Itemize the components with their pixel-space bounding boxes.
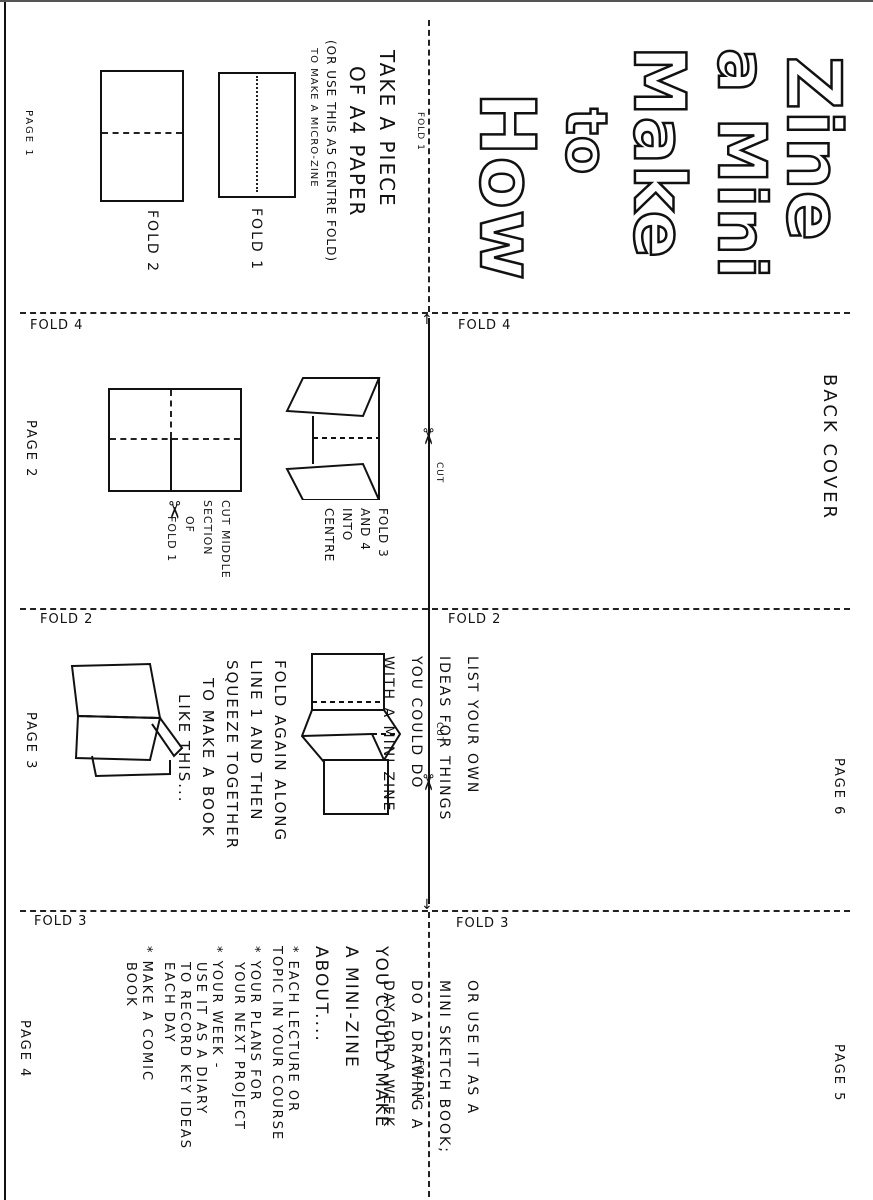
cut-line [428, 318, 430, 904]
text-line: SQUEEZE TOGETHER [223, 660, 241, 851]
page5-label: PAGE 5 [831, 1044, 846, 1103]
page5-text: OR USE IT AS A MINI SKETCH BOOK; DO A DR… [374, 980, 486, 1154]
a4-sheet-diagram-fold2 [100, 70, 184, 202]
book-diagram [70, 660, 190, 780]
text-line: OR USE IT AS A [464, 980, 480, 1116]
instruction-line: FOLD 1 [165, 516, 178, 563]
fold2-line [20, 608, 850, 610]
text-line: LINE 1 AND THEN [247, 660, 265, 822]
diagram-label-fold1: FOLD 1 [248, 208, 264, 272]
bullet-item: * MAKE A COMIC BOOK [123, 946, 154, 1083]
instruction-line: FOLD 3 [376, 508, 390, 558]
text-line: LIST YOUR OWN [464, 656, 480, 795]
note-line: (OR USE THIS A5 CENTRE FOLD) [324, 40, 338, 263]
a4-sheet-diagram-fold1 [218, 72, 296, 198]
intro-line: ABOUT.... [311, 946, 331, 1043]
fold3-label: FOLD 3 [34, 914, 88, 929]
diagram-label-fold2: FOLD 2 [144, 210, 160, 274]
arrow-down-icon: ↓ [421, 897, 433, 913]
fold2-label: FOLD 2 [448, 612, 502, 627]
page6-label: PAGE 6 [831, 758, 846, 817]
fold2-label: FOLD 2 [40, 612, 94, 627]
cut-diagram [108, 388, 242, 492]
bullet-item: * EACH LECTURE OR TOPIC IN YOUR COURSE [269, 946, 300, 1142]
top-edge [0, 0, 873, 2]
page3-text: FOLD AGAIN ALONG LINE 1 AND THEN SQUEEZE… [172, 660, 292, 850]
cut-label: CUT [434, 462, 444, 484]
accordion-diagram [300, 650, 410, 820]
title-how: How [462, 91, 554, 283]
fold1-line-bottom [428, 912, 430, 1197]
left-border [4, 0, 6, 1200]
fold4-label: FOLD 4 [458, 318, 512, 333]
arrow-up-icon: ↑ [421, 312, 433, 328]
text-line: IDEAS FOR THINGS [436, 656, 452, 822]
note-line: TO MAKE A MICRO-ZINE [308, 48, 319, 188]
title-to: to [552, 107, 620, 177]
page4-bullets: * EACH LECTURE OR TOPIC IN YOUR COURSE *… [122, 946, 300, 1150]
scissors-icon: ✂ [414, 427, 440, 446]
fold3-line [20, 910, 850, 912]
text-line: WITH A MINI-ZINE [380, 656, 396, 813]
instruction-line: CENTRE [322, 508, 336, 563]
instruction-line: AND 4 [358, 508, 372, 551]
fold-centre-instruction: FOLD 3 AND 4 INTO CENTRE [320, 508, 392, 562]
fold1-line-top [428, 20, 430, 312]
heading-line: OF A4 PAPER [345, 66, 369, 218]
page6-text: LIST YOUR OWN IDEAS FOR THINGS YOU COULD… [374, 656, 486, 821]
page1-note: (OR USE THIS A5 CENTRE FOLD) TO MAKE A M… [304, 40, 340, 262]
instruction-line: CUT MIDDLE [219, 500, 232, 579]
back-cover-label: BACK COVER [819, 374, 840, 522]
text-line: DO A DRAWING A [408, 980, 424, 1131]
cut-middle-instruction: CUT MIDDLE SECTION OF FOLD 1 [162, 500, 234, 579]
heading-line: TAKE A PIECE [375, 50, 399, 208]
title-zine: Zine [769, 55, 858, 243]
text-line: YOU COULD DO [408, 656, 424, 790]
bullet-item: * YOUR PLANS FOR YOUR NEXT PROJECT [231, 946, 262, 1132]
instruction-line: OF [183, 516, 196, 533]
page1-label: PAGE 1 [23, 110, 34, 158]
fold4-label: FOLD 4 [30, 318, 84, 333]
bullet-item: * YOUR WEEK - USE IT AS A DIARY TO RECOR… [161, 946, 224, 1151]
instruction-line: SECTION [201, 500, 214, 556]
title-a-mini: a Mini [702, 47, 782, 281]
fold1-label: FOLD 1 [415, 112, 425, 151]
fold3-label: FOLD 3 [456, 916, 510, 931]
page3-label: PAGE 3 [23, 712, 38, 771]
intro-line: A MINI-ZINE [341, 946, 361, 1069]
page1-heading: TAKE A PIECE OF A4 PAPER [342, 50, 402, 217]
text-line: LIKE THIS... [175, 694, 193, 804]
fold4-line [20, 312, 850, 314]
text-line: TO MAKE A BOOK [199, 678, 217, 838]
title-make: Make [617, 45, 702, 261]
page4-label: PAGE 4 [17, 1020, 32, 1079]
page2-label: PAGE 2 [23, 420, 38, 479]
instruction-line: INTO [340, 508, 354, 542]
fold-centre-diagram [285, 376, 385, 501]
text-line: MINI SKETCH BOOK; [436, 980, 452, 1154]
text-line: FOLD AGAIN ALONG [271, 660, 289, 843]
text-line: DAY FOR A WEEK [380, 980, 396, 1129]
